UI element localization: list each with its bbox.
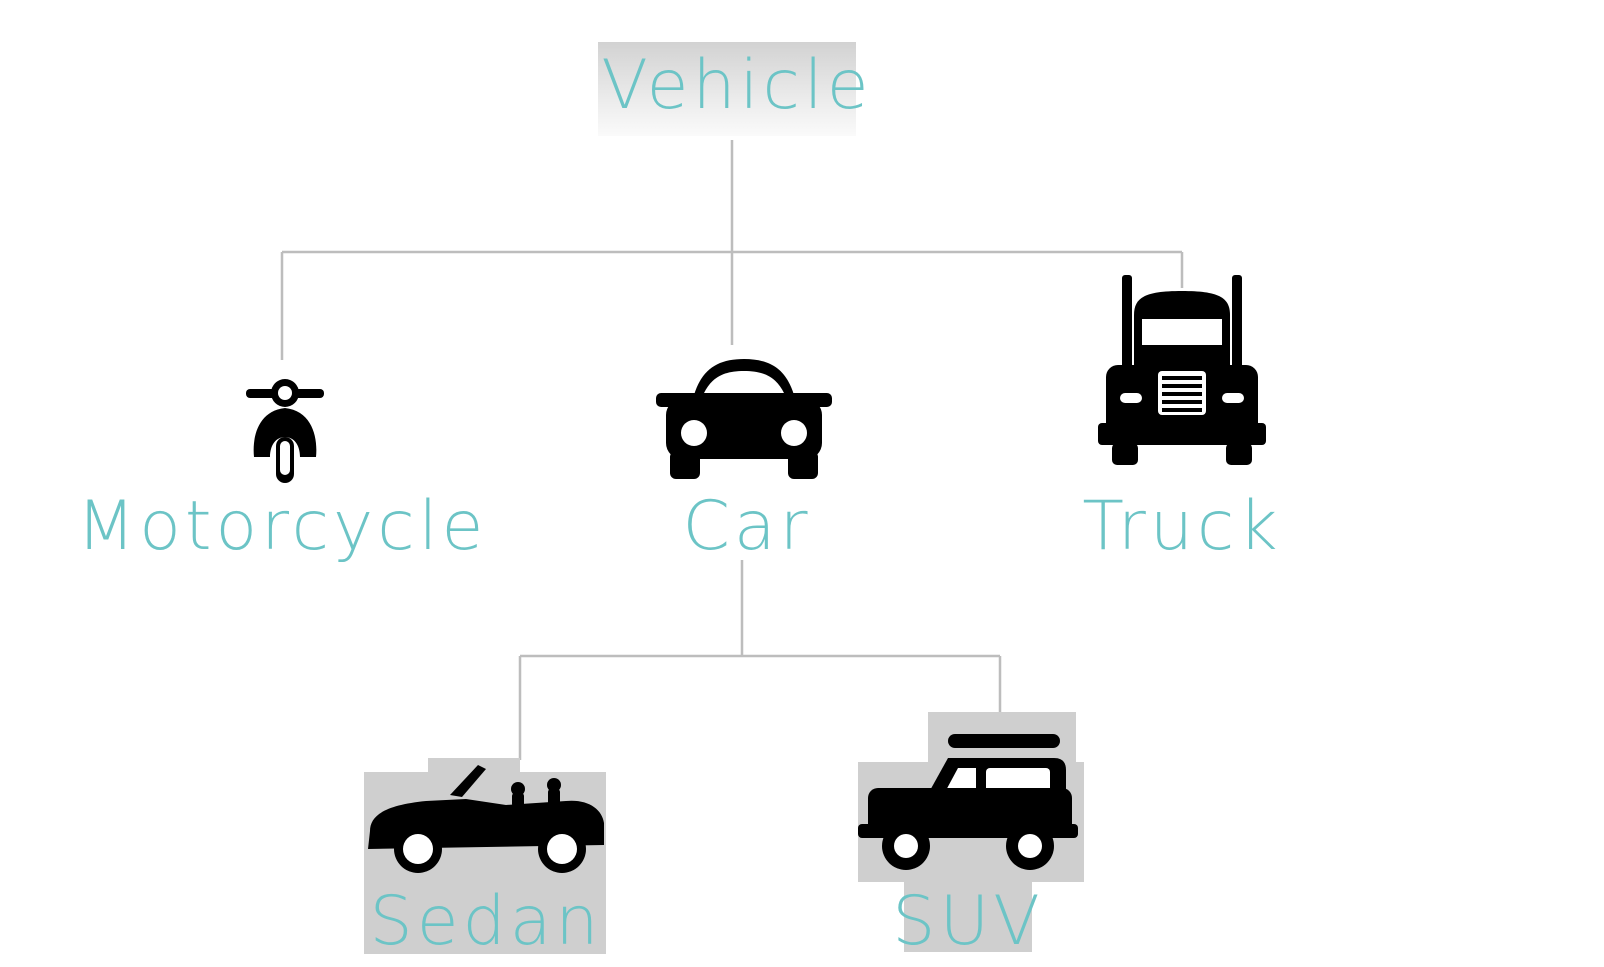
suv-label-box — [904, 878, 1032, 952]
vehicle-label: Vehicle — [601, 46, 873, 125]
suv-label: SUV — [892, 882, 1044, 961]
car-label: Car — [682, 487, 812, 566]
car-front-icon — [656, 355, 832, 481]
vehicle-label-box — [598, 42, 856, 136]
sedan-label: Sedan — [369, 882, 603, 961]
suv-icon — [858, 732, 1078, 872]
truck-front-icon — [1098, 275, 1266, 475]
scooter-icon — [240, 375, 330, 485]
truck-label: Truck — [1082, 487, 1282, 566]
motorcycle-label: Motorcycle — [76, 487, 488, 566]
sedan-icon-box-top — [428, 758, 520, 778]
convertible-car-icon — [366, 765, 604, 875]
